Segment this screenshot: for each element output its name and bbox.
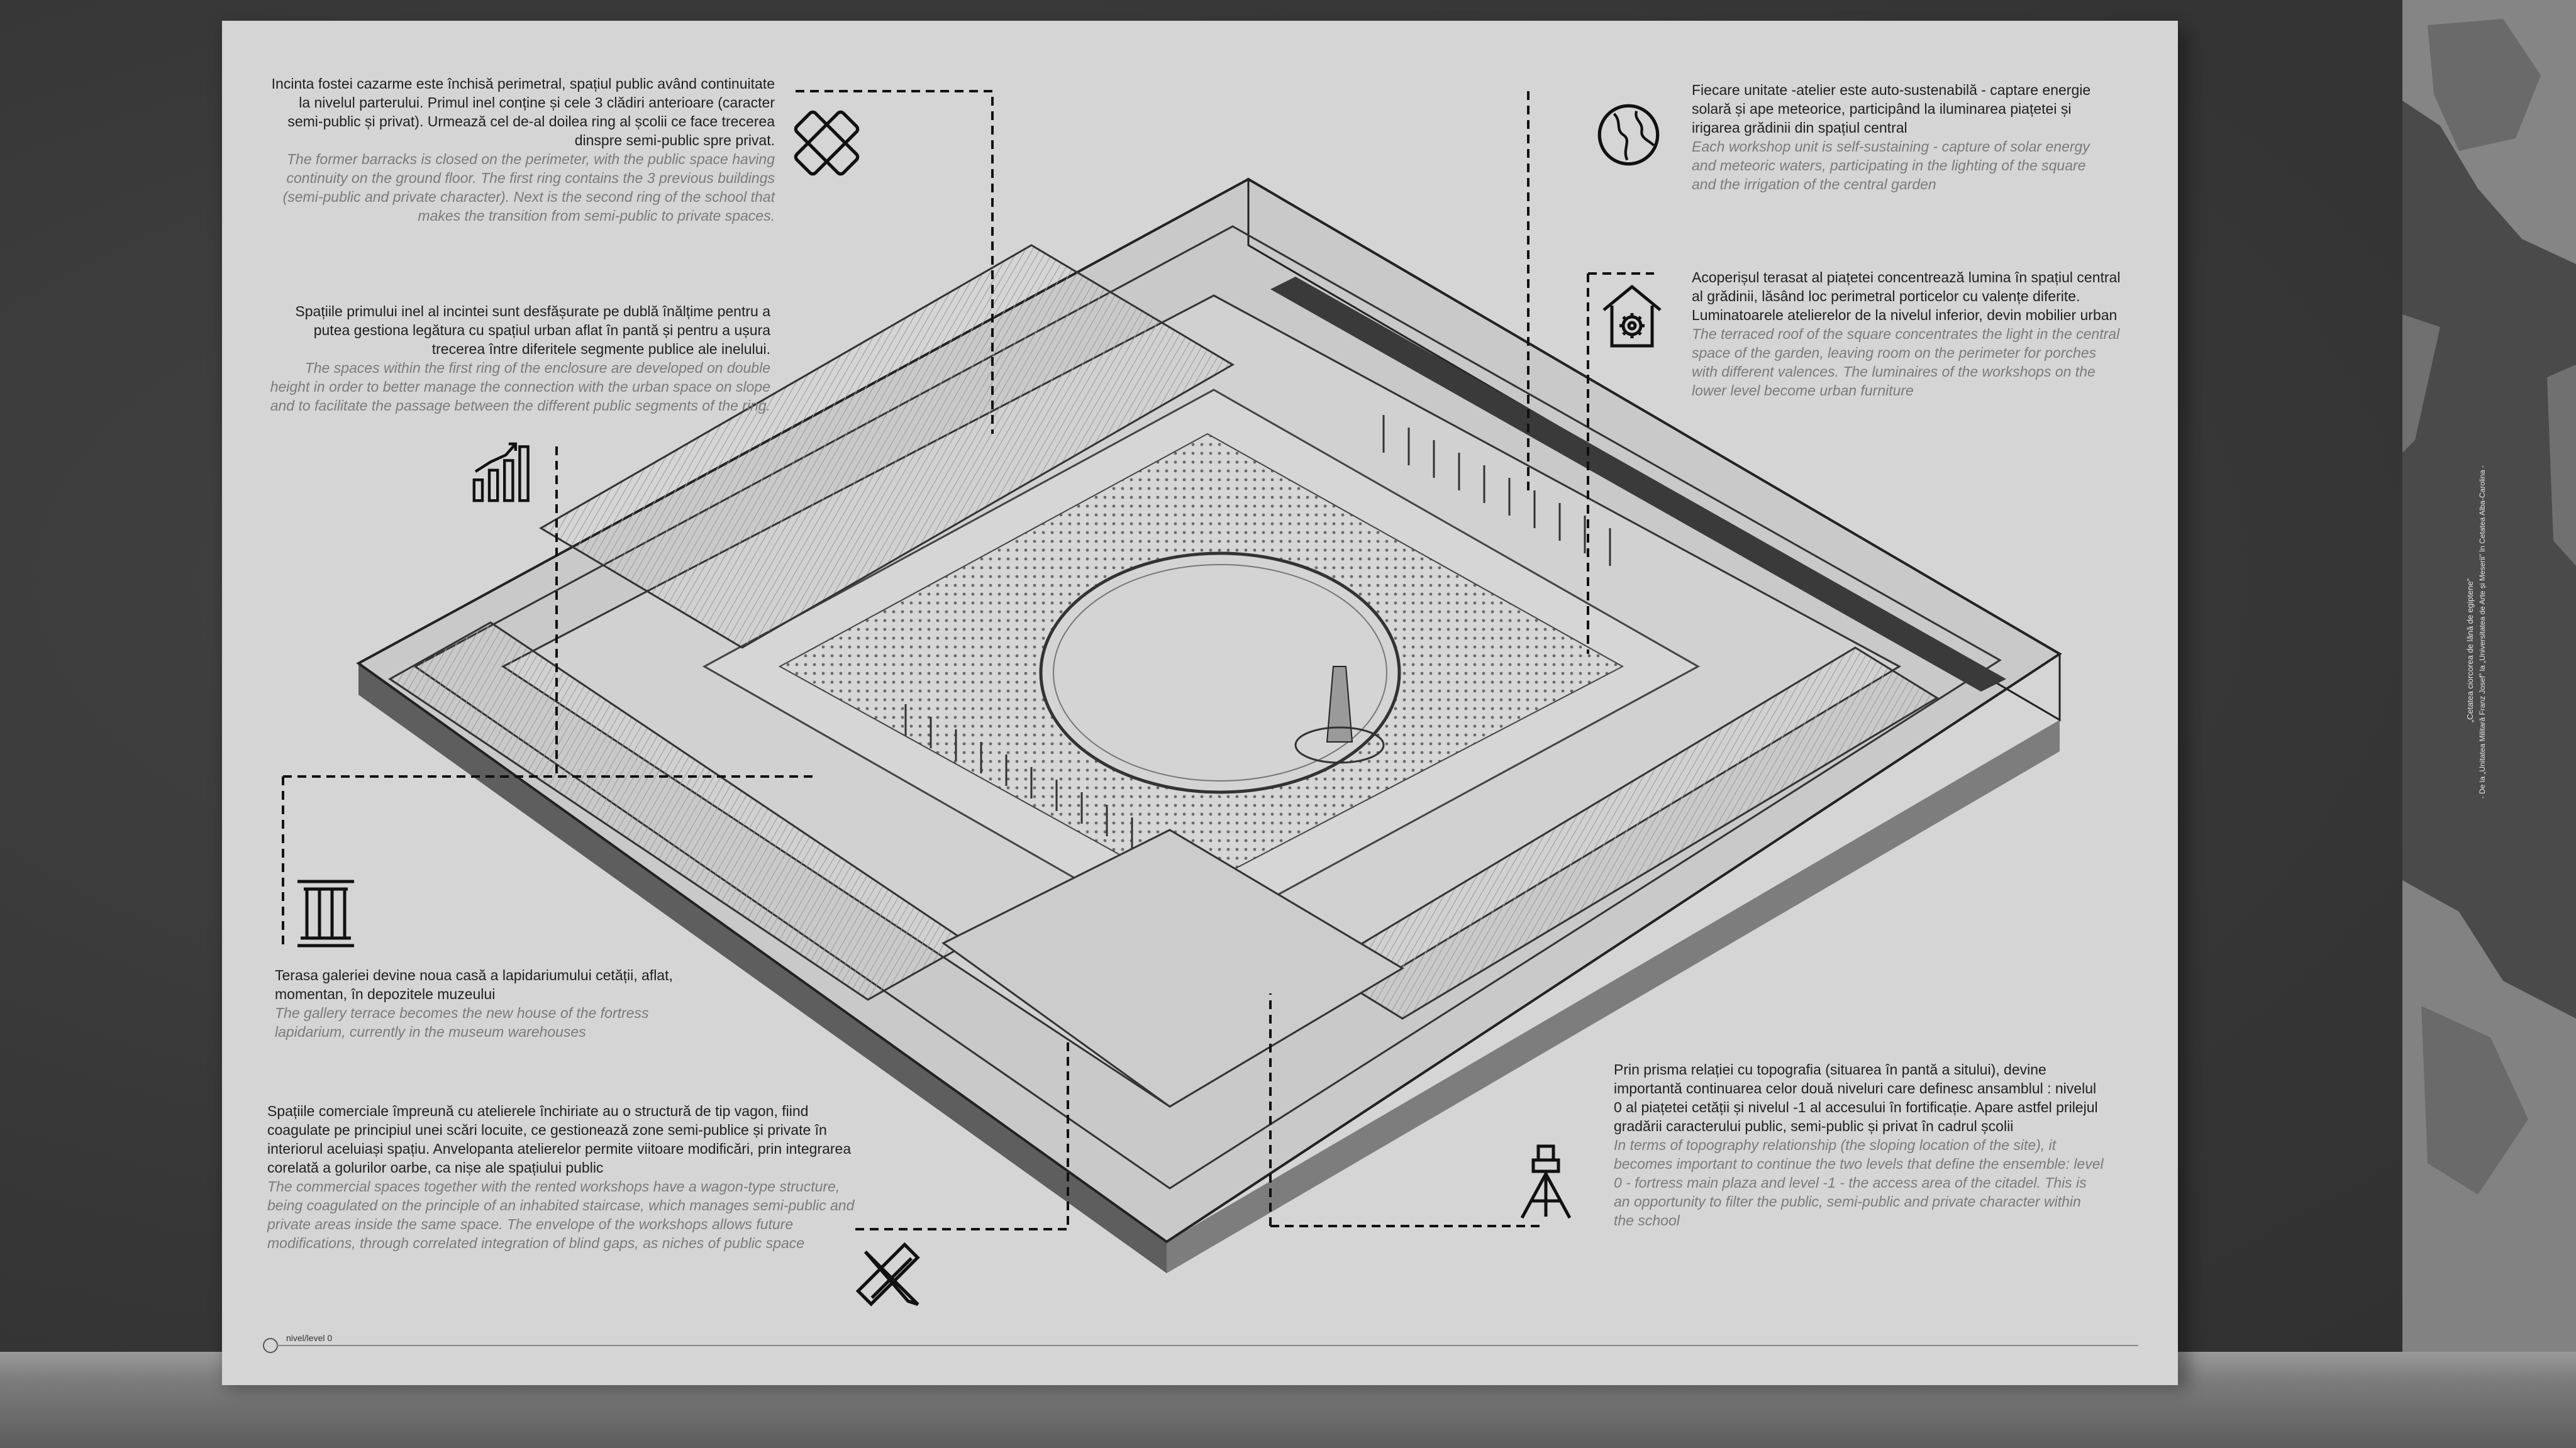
side-poster: „Cetatea ciorcorea de lână de egiptene” … <box>2402 0 2576 1352</box>
text-ro: Prin prisma relației cu topografia (situ… <box>1614 1061 2098 1134</box>
text-block-terraced-roof: Acoperișul terasat al piațetei concentre… <box>1692 268 2126 400</box>
text-ro: Incinta fostei cazarme este închisă peri… <box>271 75 775 148</box>
text-en: The former barracks is closed on the per… <box>282 151 775 224</box>
survey-tripod-icon <box>1520 1144 1572 1219</box>
text-ro: Spațiile primului inel al incintei sunt … <box>295 303 770 357</box>
ruler-pencil-icon <box>855 1242 920 1307</box>
text-en: The commercial spaces together with the … <box>267 1178 855 1251</box>
text-ro: Fiecare unitate -atelier este auto-suste… <box>1692 82 2091 136</box>
growth-chart-icon <box>472 442 530 502</box>
text-block-topography: Prin prisma relației cu topografia (situ… <box>1614 1060 2104 1230</box>
text-block-workshop-unit: Fiecare unitate -atelier este auto-suste… <box>1692 80 2101 194</box>
text-ro: Acoperișul terasat al piațetei concentre… <box>1692 269 2121 323</box>
globe-icon <box>1597 104 1660 166</box>
bandage-icon <box>794 110 860 176</box>
text-ro: Terasa galeriei devine noua casă a lapid… <box>275 967 673 1002</box>
column-icon <box>297 880 354 948</box>
text-block-lapidarium: Terasa galeriei devine noua casă a lapid… <box>275 966 715 1041</box>
poster-map-graphic <box>2402 0 2576 1352</box>
text-en: The gallery terrace becomes the new hous… <box>275 1005 649 1040</box>
text-ro: Spațiile comerciale împreună cu ateliere… <box>267 1103 852 1176</box>
text-en: In terms of topography relationship (the… <box>1614 1137 2104 1229</box>
house-gear-icon <box>1602 284 1662 348</box>
level-line <box>277 1345 2138 1346</box>
text-block-enclosure: Incinta fostei cazarme este închisă peri… <box>264 74 775 225</box>
text-block-first-ring: Spațiile primului inel al incintei sunt … <box>264 302 770 415</box>
text-en: The spaces within the first ring of the … <box>270 360 770 414</box>
level-marker-icon <box>263 1338 278 1353</box>
text-en: The terraced roof of the square concentr… <box>1692 326 2120 399</box>
text-en: Each workshop unit is self-sustaining - … <box>1692 138 2090 192</box>
level-label: nivel/level 0 <box>286 1333 333 1343</box>
text-block-commercial: Spațiile comerciale împreună cu ateliere… <box>267 1102 858 1252</box>
